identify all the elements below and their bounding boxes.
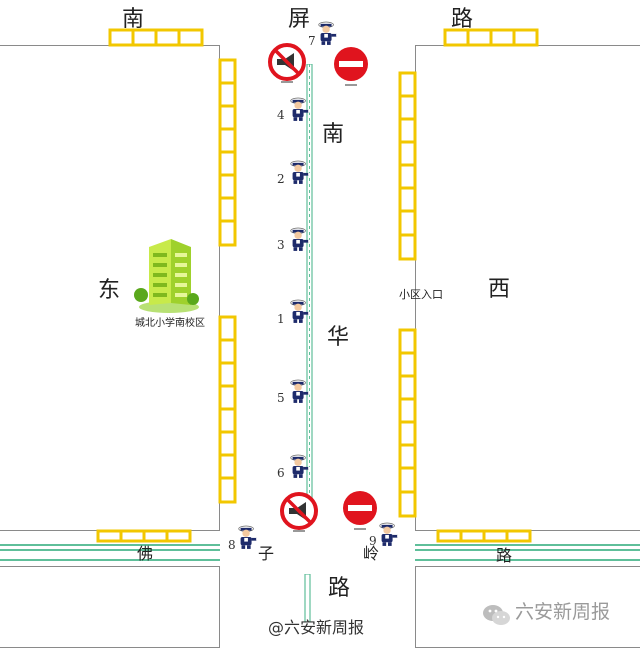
- south-road-char-3: 岭: [363, 544, 380, 563]
- community-entrance-label: 小区入口: [399, 288, 443, 301]
- block-southwest: [0, 566, 220, 648]
- block-southeast: [415, 566, 640, 648]
- traffic-police-icon: [290, 227, 310, 252]
- officer-number-5: 5: [277, 391, 285, 405]
- center-road-char-1: 南: [322, 122, 345, 147]
- south-road-char-2: 子: [258, 544, 275, 563]
- traffic-police-icon: [238, 525, 258, 550]
- north-road-char-1: 南: [122, 7, 145, 32]
- block-northeast: [415, 45, 640, 531]
- east-label: 西: [488, 277, 511, 302]
- bottom-road-char: 路: [328, 576, 351, 601]
- south-road-char-4: 路: [496, 546, 513, 565]
- watermark-source: @六安新周报: [268, 618, 365, 637]
- south-road-lane-right-1: [415, 544, 640, 546]
- officer-number-1: 1: [277, 312, 285, 326]
- south-road-lane-left-3: [0, 559, 220, 561]
- officer-number-8: 8: [228, 538, 236, 552]
- officer-number-9: 9: [369, 534, 377, 548]
- center-lane-marking-south: [304, 574, 311, 622]
- traffic-police-icon: [290, 97, 310, 122]
- watermark-brand: 六安新周报: [515, 601, 611, 623]
- south-road-lane-right-3: [415, 559, 640, 561]
- officer-number-2: 2: [277, 172, 285, 186]
- south-road-lane-left-1: [0, 544, 220, 546]
- south-road-char-1: 佛: [137, 544, 154, 563]
- traffic-police-icon: [379, 522, 399, 547]
- no-horn-sign-icon: [268, 43, 306, 83]
- officer-number-6: 6: [277, 466, 285, 480]
- north-road-char-2: 屏: [288, 7, 311, 32]
- no-entry-sign-icon: [343, 491, 377, 530]
- school-label: 城北小学南校区: [135, 318, 205, 329]
- north-road-char-3: 路: [451, 7, 474, 32]
- center-lane-marking: [306, 64, 313, 504]
- traffic-police-icon: [290, 299, 310, 324]
- wechat-icon: [483, 605, 510, 625]
- officer-number-3: 3: [277, 238, 285, 252]
- officer-number-4: 4: [277, 108, 285, 122]
- traffic-police-icon: [290, 454, 310, 479]
- traffic-police-icon: [318, 21, 338, 46]
- south-road-lane-right-2: [415, 549, 640, 551]
- center-road-char-2: 华: [327, 325, 350, 350]
- no-entry-sign-icon: [334, 47, 368, 86]
- no-horn-sign-icon: [280, 492, 318, 532]
- south-road-lane-left-2: [0, 549, 220, 551]
- traffic-police-icon: [290, 160, 310, 185]
- west-label: 东: [98, 278, 121, 303]
- officer-number-7: 7: [308, 34, 316, 48]
- school-building-icon: [134, 239, 199, 313]
- traffic-police-icon: [290, 379, 310, 404]
